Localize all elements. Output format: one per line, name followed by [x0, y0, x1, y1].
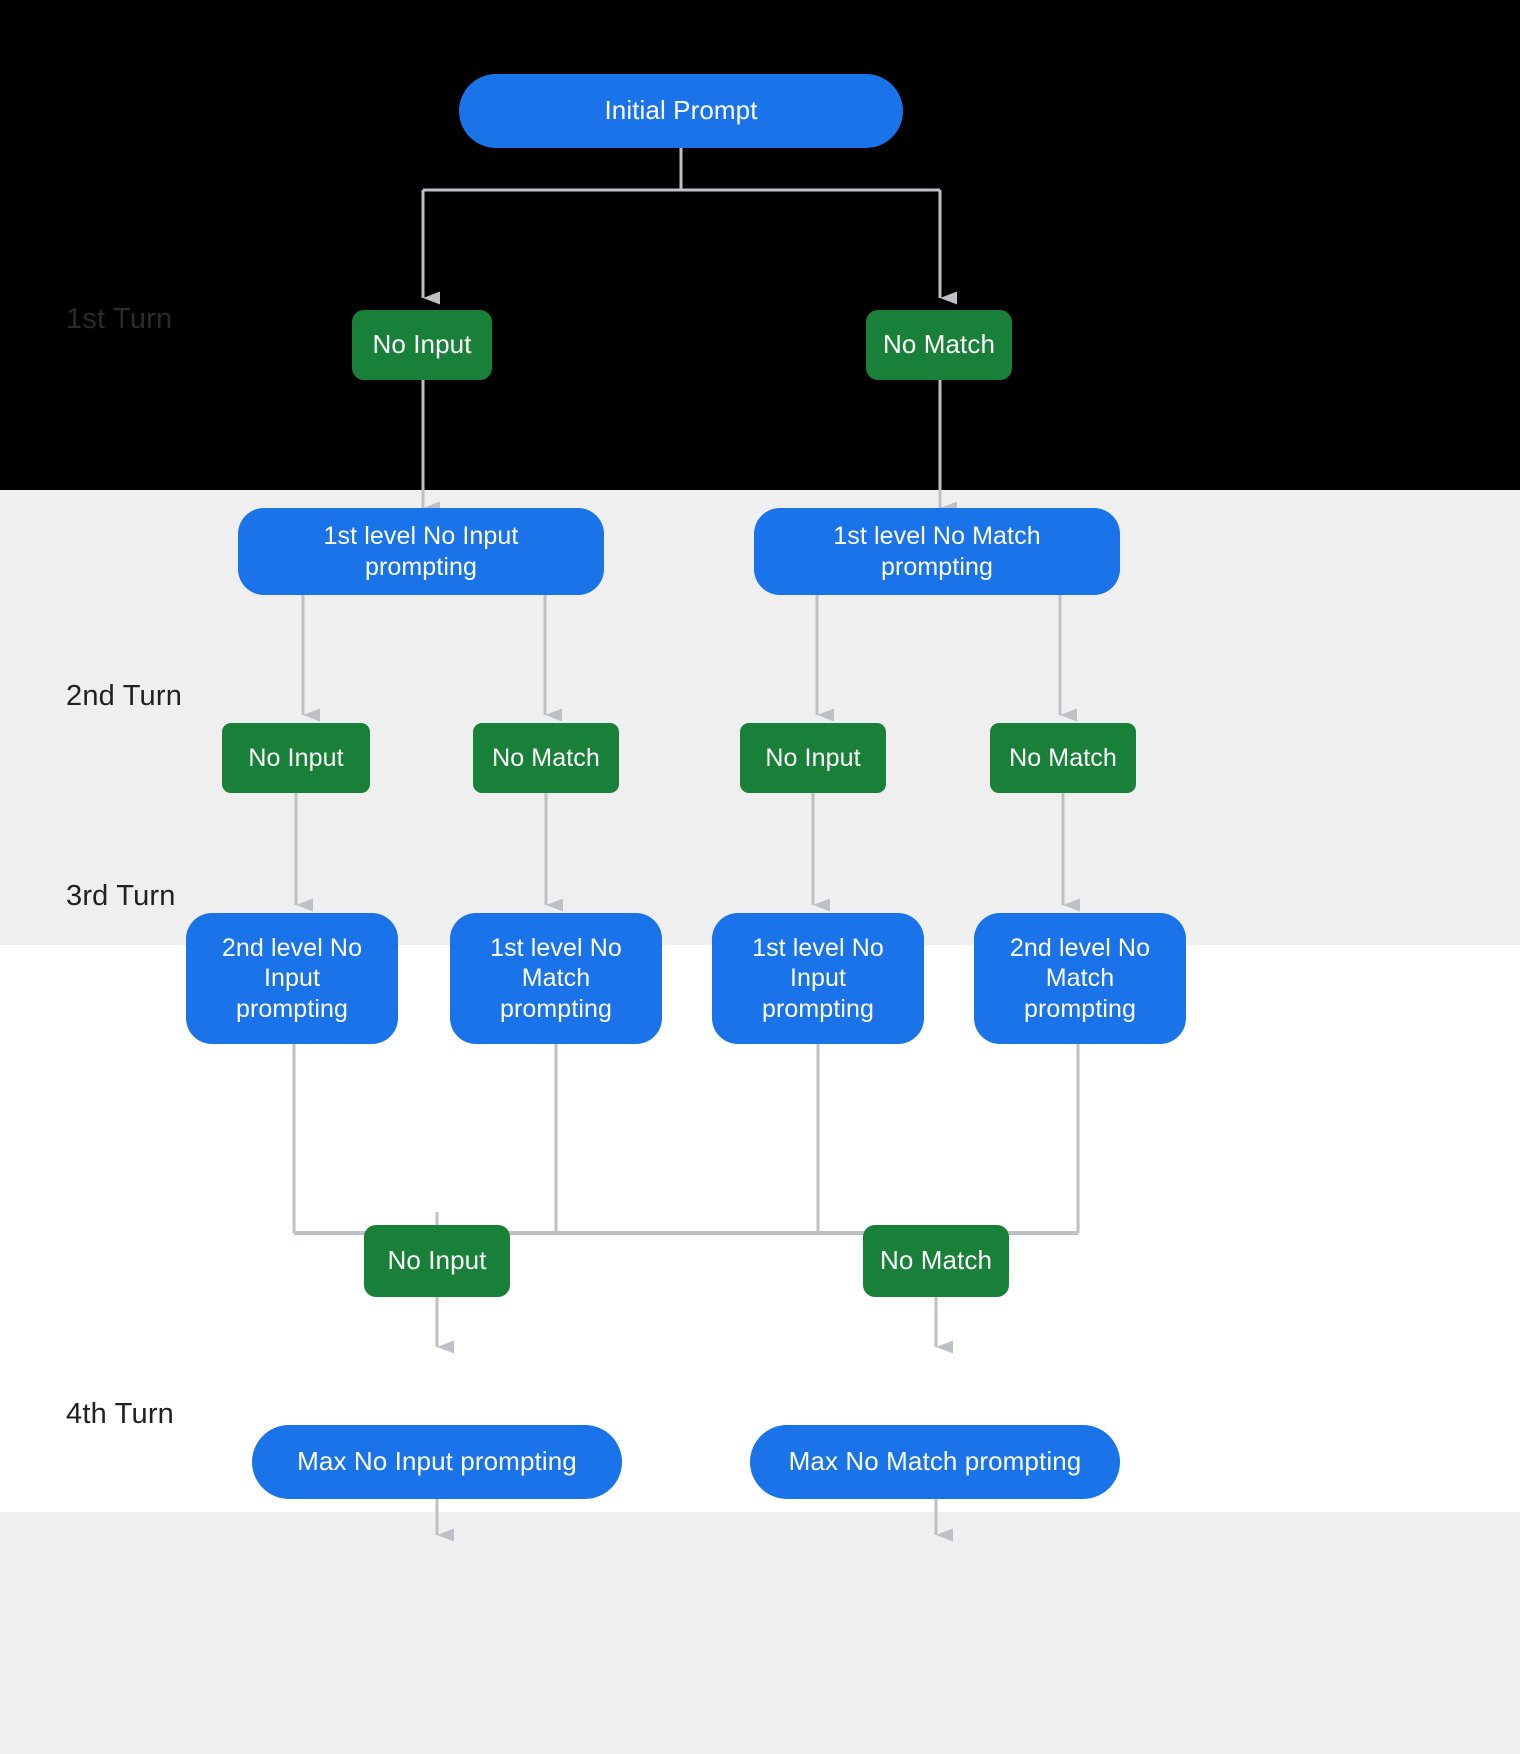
node-1st-turn-no-match[interactable]: No Match [866, 310, 1012, 380]
node-4th-turn-max-no-input-prompting[interactable]: Max No Input prompting [252, 1425, 622, 1499]
turn-label-3rd: 3rd Turn [66, 880, 176, 912]
turn-label-1st: 1st Turn [66, 303, 173, 335]
node-2nd-turn-no-input-a[interactable]: No Input [222, 723, 370, 793]
node-2nd-turn-no-match-b[interactable]: No Match [990, 723, 1136, 793]
node-3rd-turn-no-input[interactable]: No Input [364, 1225, 510, 1297]
node-1st-turn-no-input[interactable]: No Input [352, 310, 492, 380]
node-2nd-turn-no-match-a[interactable]: No Match [473, 723, 619, 793]
node-4th-turn-max-no-match-prompting[interactable]: Max No Match prompting [750, 1425, 1120, 1499]
node-3rd-turn-no-match[interactable]: No Match [863, 1225, 1009, 1297]
turn-label-2nd: 2nd Turn [66, 680, 183, 712]
node-initial-prompt[interactable]: Initial Prompt [459, 74, 903, 148]
band-4th-turn [0, 1512, 1520, 1754]
turn-label-4th: 4th Turn [66, 1398, 174, 1430]
node-2nd-turn-no-input-b[interactable]: No Input [740, 723, 886, 793]
